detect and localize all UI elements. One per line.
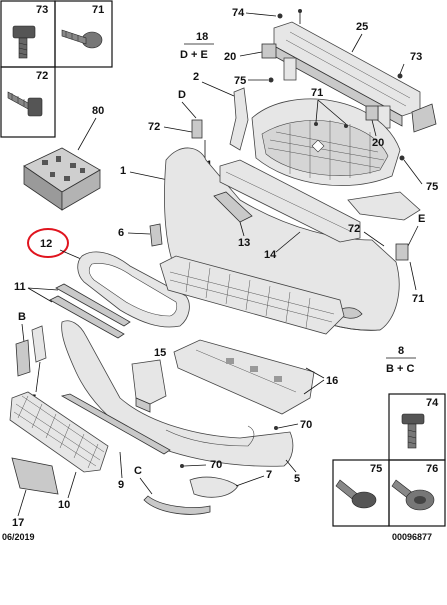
hardware-box-74: 74 (388, 393, 446, 461)
callout-D: D (178, 89, 186, 101)
callout-6: 6 (118, 227, 124, 239)
callout-17: 17 (12, 517, 24, 529)
callout-8: 8 (398, 345, 404, 357)
part-B-bracket (15, 339, 31, 377)
part-6-plug (149, 223, 163, 247)
hardware-box-73: 73 (0, 0, 56, 68)
callout-73: 73 (36, 4, 48, 16)
callout-10: 10 (58, 499, 70, 511)
part-upper-grille-assembly (251, 98, 401, 186)
callout-14: 14 (264, 249, 277, 261)
callout-74-top: 74 (232, 7, 245, 19)
part-C-trim (143, 495, 211, 515)
callout-71-mid: 71 (311, 87, 323, 99)
callout-12: 12 (40, 238, 52, 250)
bolt-icon (12, 25, 36, 59)
callout-70-bottom: 70 (210, 459, 222, 471)
callout-75-a: 75 (234, 75, 246, 87)
footer-reference: 00096877 (392, 532, 432, 542)
part-13-strip (213, 191, 253, 223)
part-10-lower-grille (9, 391, 109, 473)
callout-20-a: 20 (224, 51, 236, 63)
part-14-absorber (219, 159, 361, 243)
bolt-icon (335, 479, 377, 509)
callout-18: 18 (196, 31, 208, 43)
part-20-bracket (261, 43, 277, 59)
highlight-circle (27, 228, 69, 258)
callout-80: 80 (92, 105, 104, 117)
callout-8-sub: B + C (386, 363, 414, 375)
callout-2: 2 (193, 71, 199, 83)
part-9-lower-strip (60, 393, 171, 455)
callout-71: 71 (92, 4, 104, 16)
part-5-lower-bumper (61, 320, 294, 467)
part-15-bracket (131, 359, 167, 413)
hardware-box-72: 72 (0, 66, 56, 138)
bolt-icon (7, 91, 43, 117)
callout-72: 72 (36, 70, 48, 82)
callout-B: B (18, 311, 26, 323)
callout-20-right: 20 (372, 137, 384, 149)
screw-icon (61, 29, 103, 49)
hardware-box-76: 76 (388, 459, 446, 527)
bolt-icon (391, 479, 435, 511)
footer-date: 06/2019 (2, 532, 35, 542)
callout-15: 15 (154, 347, 166, 359)
part-12-grille-surround (77, 251, 190, 328)
callout-71-e: 71 (412, 293, 424, 305)
part-lower-absorber-grid (159, 255, 345, 335)
callout-75-right: 75 (426, 181, 438, 193)
callout-72-mid: 72 (148, 121, 160, 133)
callout-25: 25 (356, 21, 368, 33)
part-right-bracket (347, 191, 421, 221)
part-7-bottom-trim (189, 476, 239, 498)
part-7-left-piece (31, 325, 47, 363)
callout-16: 16 (326, 375, 338, 387)
callout-9: 9 (118, 479, 124, 491)
callout-5: 5 (294, 473, 300, 485)
callout-73-right: 73 (410, 51, 422, 63)
hardware-box-71: 71 (54, 0, 113, 68)
hardware-box-75: 75 (332, 459, 390, 527)
callout-72-right: 72 (348, 223, 360, 235)
part-80-foam-block (23, 147, 101, 211)
part-17-fog-cover (11, 457, 59, 495)
callout-E: E (418, 213, 425, 225)
bolt-icon (401, 413, 425, 449)
callout-76-box: 76 (426, 463, 438, 475)
callout-C: C (134, 465, 142, 477)
callout-18-sub: D + E (180, 49, 208, 61)
part-16-undertray (173, 339, 315, 415)
callout-70-mid: 70 (300, 419, 312, 431)
part-2-side-bracket (229, 87, 249, 151)
part-11-trim-strips (49, 283, 131, 339)
callout-75-box: 75 (370, 463, 382, 475)
callout-74-box: 74 (426, 397, 439, 409)
callout-11: 11 (14, 281, 26, 293)
callout-7-bottom: 7 (266, 469, 272, 481)
callout-13: 13 (238, 237, 250, 249)
callout-1: 1 (120, 165, 126, 177)
